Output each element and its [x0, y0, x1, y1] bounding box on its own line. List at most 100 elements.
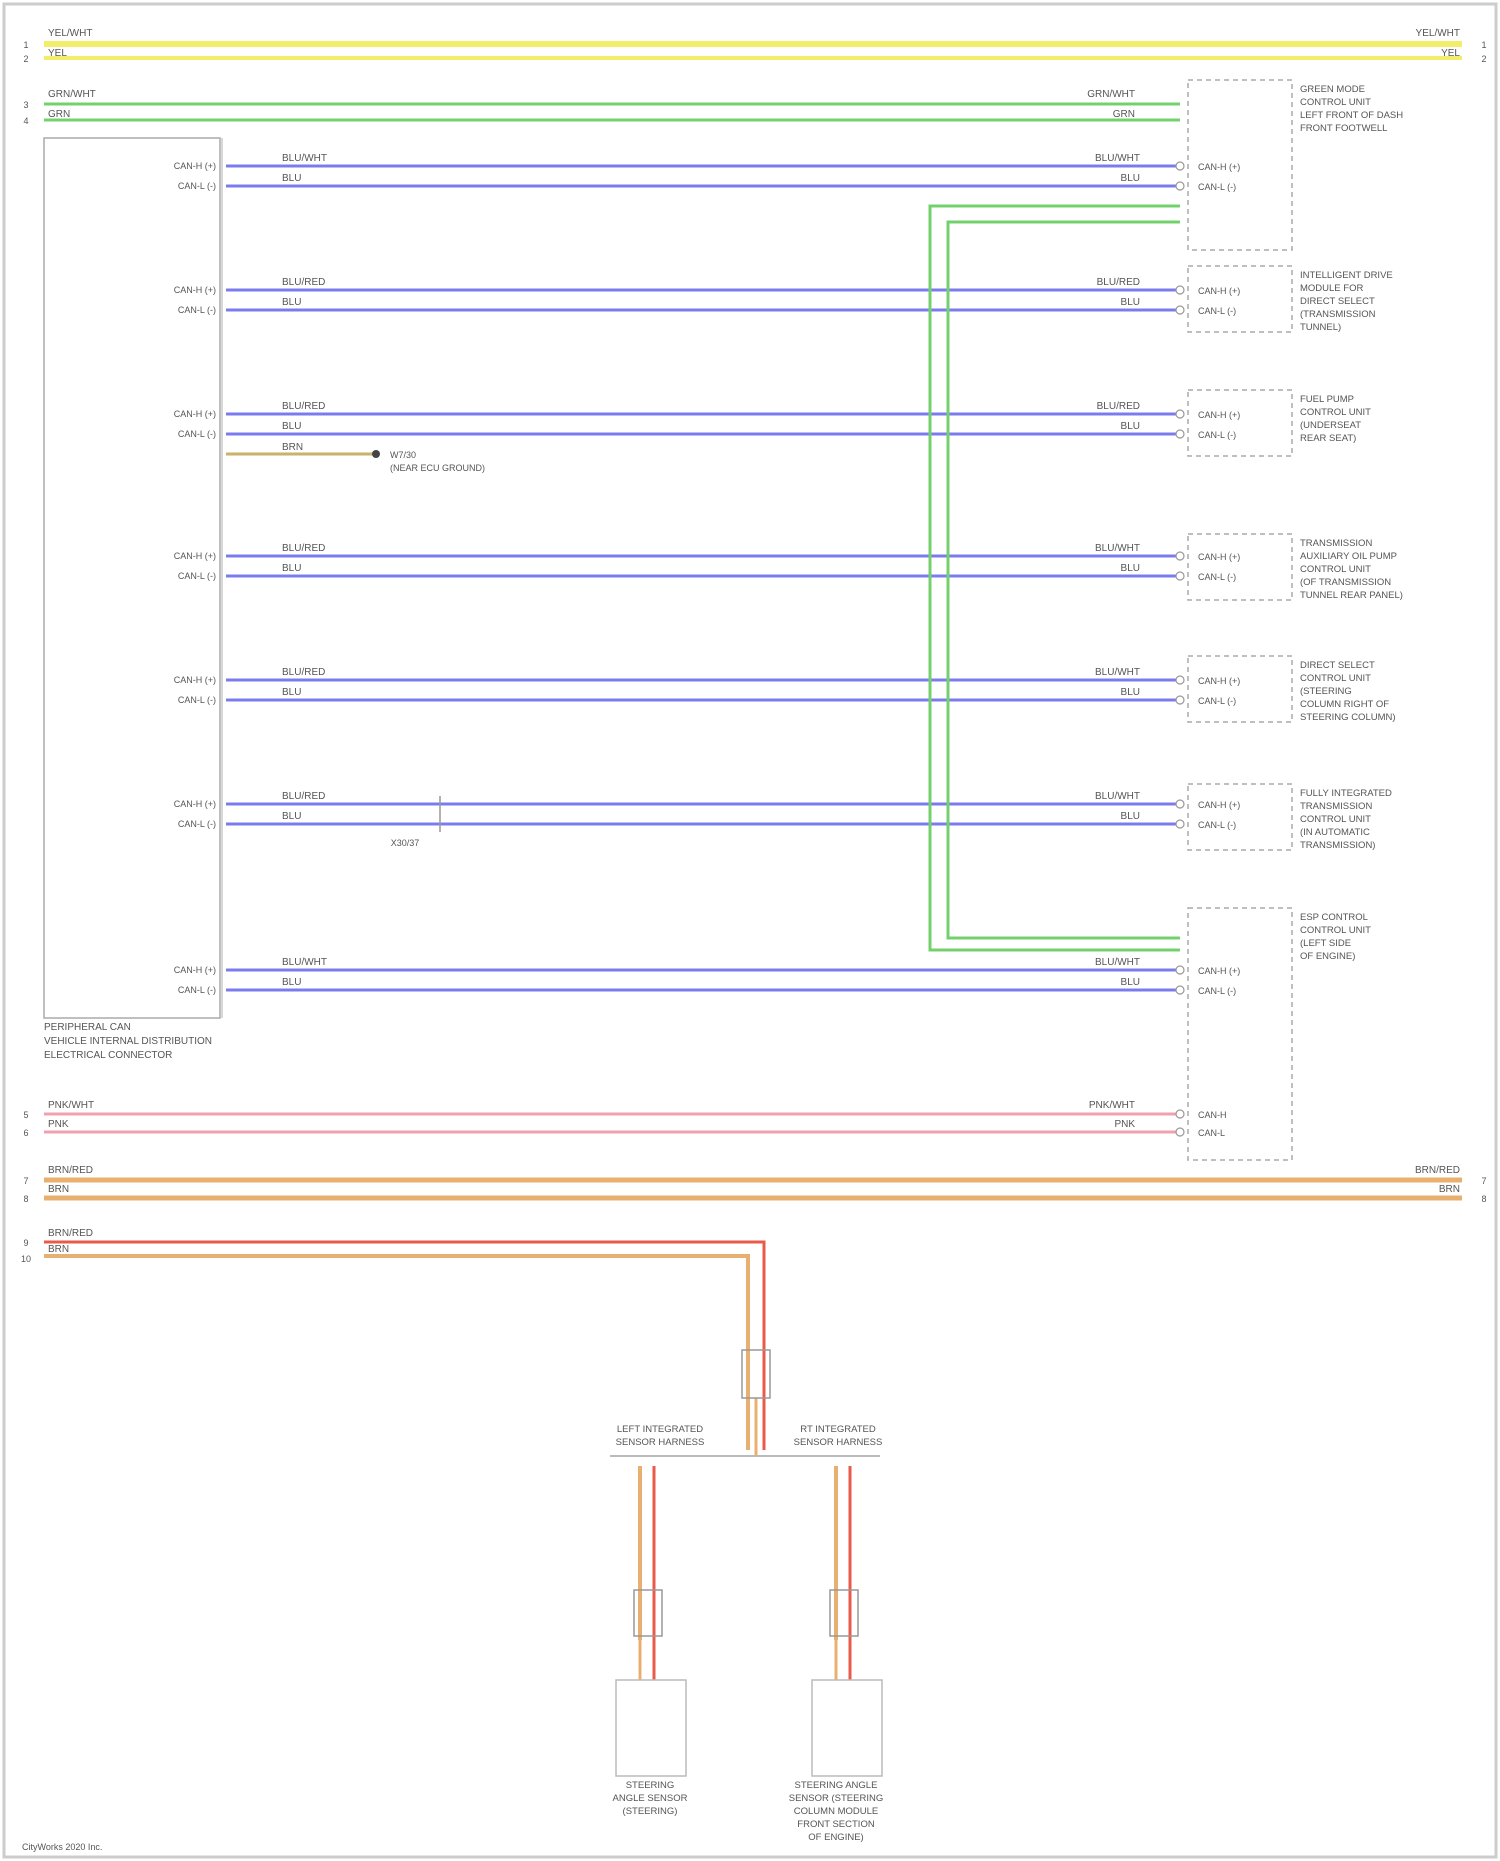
sensor-harness-label: SENSOR HARNESS	[616, 1437, 705, 1448]
module-label: CONTROL UNIT	[1300, 925, 1371, 936]
module-label: REAR SEAT)	[1300, 433, 1356, 444]
module-box	[1188, 390, 1292, 456]
wire-label: BLU/RED	[282, 667, 325, 678]
wire-connector	[1176, 182, 1184, 190]
pin-name: CAN-H (+)	[174, 551, 216, 561]
lower-bus-wire-1	[44, 1242, 764, 1450]
module-label: FULLY INTEGRATED	[1300, 788, 1392, 799]
wire-label: BLU	[282, 421, 301, 432]
sensor-harness-label: LEFT INTEGRATED	[617, 1424, 703, 1435]
module-label: OF ENGINE)	[1300, 951, 1355, 962]
module-label: ESP CONTROL	[1300, 912, 1368, 923]
sensor-label: (STEERING)	[623, 1806, 678, 1817]
wire-label: BLU	[1121, 421, 1140, 432]
module-label: (TRANSMISSION	[1300, 309, 1376, 320]
pin-name: CAN-H (+)	[1198, 966, 1240, 976]
wire-label: BLU	[1121, 811, 1140, 822]
pin-name: CAN-L (-)	[178, 571, 216, 581]
wire-label: BRN/RED	[48, 1228, 93, 1239]
wire-label: BLU/WHT	[1095, 791, 1140, 802]
sensor-harness-label: RT INTEGRATED	[800, 1424, 876, 1435]
wire-label: BRN	[1439, 1184, 1460, 1195]
module-label: (IN AUTOMATIC	[1300, 827, 1370, 838]
module-label: DIRECT SELECT	[1300, 660, 1375, 671]
wire-label: GRN/WHT	[48, 89, 96, 100]
pin-name: CAN-L (-)	[1198, 182, 1236, 192]
module-label: TRANSMISSION	[1300, 801, 1372, 812]
wire-connector	[1176, 306, 1184, 314]
wire-label: BLU	[282, 811, 301, 822]
module-label: STEERING COLUMN)	[1300, 712, 1396, 723]
wire-connector	[1176, 1128, 1184, 1136]
pin-name: CAN-H (+)	[174, 965, 216, 975]
pin-name: CAN-L (-)	[1198, 430, 1236, 440]
module-label: CONTROL UNIT	[1300, 97, 1371, 108]
page-frame	[4, 4, 1496, 1857]
module-label: (OF TRANSMISSION	[1300, 577, 1391, 588]
pin-name: CAN-L (-)	[178, 305, 216, 315]
wire-connector	[1176, 410, 1184, 418]
pin-number: 4	[23, 116, 28, 126]
pin-name: CAN-L (-)	[1198, 306, 1236, 316]
wire-connector	[1176, 286, 1184, 294]
pin-name: CAN-H (+)	[174, 799, 216, 809]
wire-label: YEL	[48, 48, 67, 59]
module-label: CONTROL UNIT	[1300, 564, 1371, 575]
pin-number: 2	[1481, 54, 1486, 64]
wire-label: BLU/WHT	[1095, 957, 1140, 968]
ground-tap-label: (NEAR ECU GROUND)	[390, 463, 485, 473]
module-label: DIRECT SELECT	[1300, 296, 1375, 307]
module-label: INTELLIGENT DRIVE	[1300, 270, 1393, 281]
wire-connector	[1176, 552, 1184, 560]
pin-name: CAN-L (-)	[178, 181, 216, 191]
pin-number: 7	[23, 1176, 28, 1186]
pin-name: CAN-H (+)	[174, 409, 216, 419]
pin-name: CAN-L (-)	[178, 819, 216, 829]
pin-number: 8	[23, 1194, 28, 1204]
wire-connector	[1176, 572, 1184, 580]
module-label: CONTROL UNIT	[1300, 814, 1371, 825]
module-label: TUNNEL REAR PANEL)	[1300, 590, 1403, 601]
wire-label: BRN	[282, 442, 303, 453]
module-label: TRANSMISSION	[1300, 538, 1372, 549]
component-layer	[44, 80, 1292, 1776]
wire-label: BLU/RED	[1097, 401, 1140, 412]
wire-label: BLU/WHT	[282, 957, 327, 968]
sensor-label: COLUMN MODULE	[794, 1806, 878, 1817]
module-box	[1188, 908, 1292, 1160]
module-label: CONTROL UNIT	[1300, 407, 1371, 418]
wire-label: PNK/WHT	[48, 1100, 94, 1111]
module-label: (UNDERSEAT	[1300, 420, 1361, 431]
pin-number: 2	[23, 54, 28, 64]
module-box	[1188, 534, 1292, 600]
pin-name: CAN-L	[1198, 1128, 1225, 1138]
wire-label: BLU	[1121, 563, 1140, 574]
sensor-label: STEERING	[626, 1780, 675, 1791]
wire-label: YEL/WHT	[48, 28, 92, 39]
wire-label: BLU	[282, 297, 301, 308]
footer-credit: CityWorks 2020 Inc.	[22, 1842, 102, 1852]
pin-number: 1	[1481, 40, 1486, 50]
sensor-label: STEERING ANGLE	[795, 1780, 878, 1791]
wire-label: PNK	[1114, 1119, 1135, 1130]
wire-label: BLU	[1121, 297, 1140, 308]
wire-connector	[1176, 800, 1184, 808]
module-label: FRONT FOOTWELL	[1300, 123, 1387, 134]
sensor-label: ANGLE SENSOR	[613, 1793, 688, 1804]
pin-number: 1	[23, 40, 28, 50]
pin-name: CAN-L (-)	[1198, 986, 1236, 996]
pin-name: CAN-H (+)	[1198, 286, 1240, 296]
module-label: TRANSMISSION)	[1300, 840, 1375, 851]
left-sensor-box	[616, 1680, 686, 1776]
pin-name: CAN-H (+)	[1198, 162, 1240, 172]
left-module-label: VEHICLE INTERNAL DISTRIBUTION	[44, 1036, 212, 1047]
sensor-label: SENSOR (STEERING	[789, 1793, 884, 1804]
pin-name: CAN-L (-)	[178, 985, 216, 995]
wire-label: BLU	[282, 563, 301, 574]
splice-label: X30/37	[391, 838, 420, 848]
pin-name: CAN-H (+)	[1198, 676, 1240, 686]
pin-number: 8	[1481, 1194, 1486, 1204]
wire-label: BLU	[282, 977, 301, 988]
wire-label: BLU/RED	[282, 277, 325, 288]
